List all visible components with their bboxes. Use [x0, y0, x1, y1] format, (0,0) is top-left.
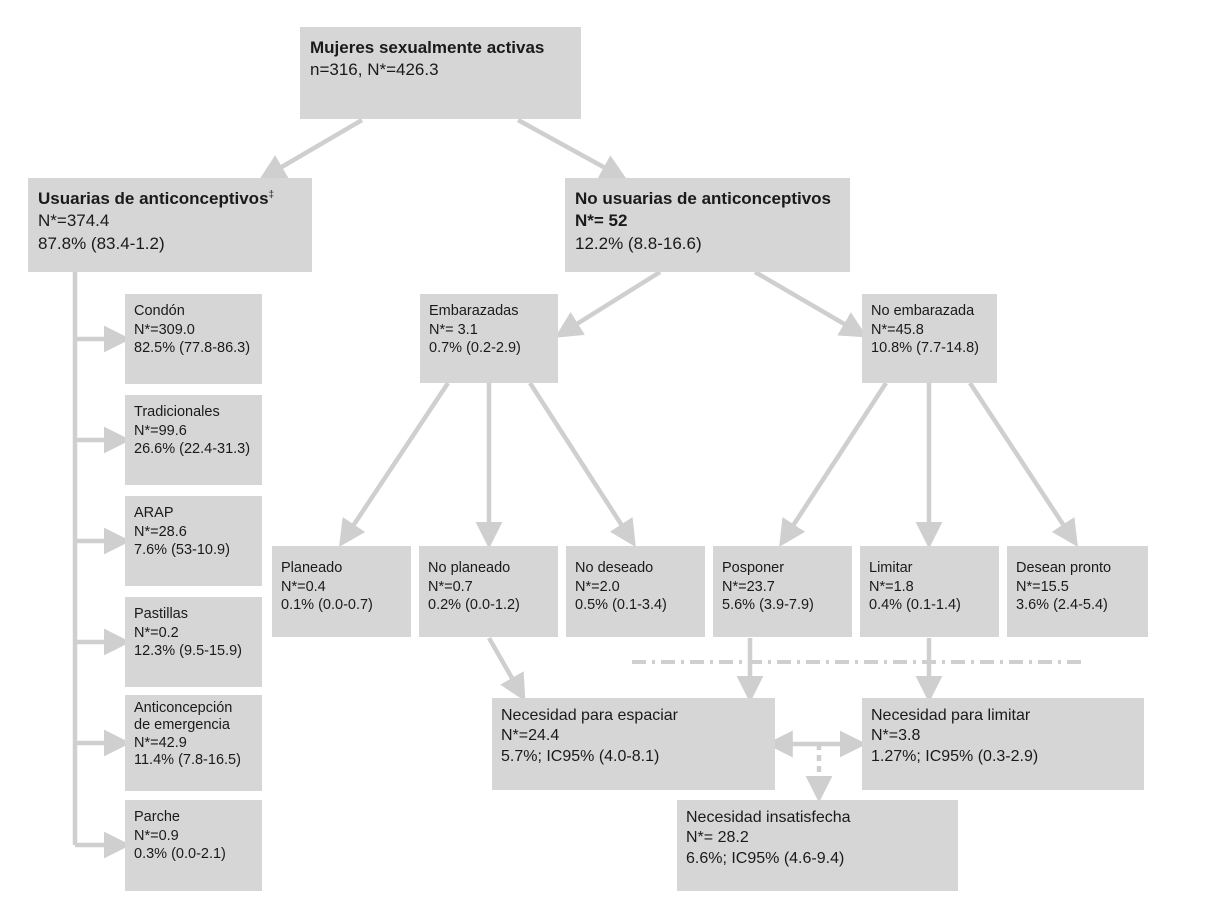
- users-pct: 87.8% (83.4-1.2): [38, 233, 165, 253]
- arrow-nonusers-to-pregnant: [554, 270, 662, 338]
- need-limit-n: N*=3.8: [871, 727, 921, 745]
- method-label: ARAP: [134, 505, 174, 521]
- method-box-parche: Parche N*=0.9 0.3% (0.0-2.1): [125, 800, 262, 891]
- not-pregnant-title: No embarazada: [871, 303, 975, 319]
- method-label: Pastillas: [134, 606, 188, 622]
- arrow-notpregnant-to-posponer: [779, 381, 888, 548]
- nonusers-title: No usuarias de anticonceptivos: [575, 189, 832, 208]
- not-pregnant-box: No embarazada N*=45.8 10.8% (7.7-14.8): [862, 294, 997, 383]
- node-n: N*=1.8: [869, 578, 914, 595]
- pregnant-title: Embarazadas: [429, 303, 519, 319]
- users-title: Usuarias de anticonceptivos: [38, 189, 269, 208]
- node-pct: 3.6% (2.4-5.4): [1016, 597, 1108, 614]
- method-pct: 12.3% (9.5-15.9): [134, 643, 243, 660]
- no-deseado-box: No deseado N*=2.0 0.5% (0.1-3.4): [566, 546, 705, 637]
- need-limit-title: Necesidad para limitar: [871, 707, 1031, 724]
- node-n: N*=15.5: [1016, 578, 1069, 595]
- method-n: N*=0.2: [134, 624, 179, 641]
- planeado-box: Planeado N*=0.4 0.1% (0.0-0.7): [272, 546, 411, 637]
- node-title: Desean pronto: [1016, 560, 1112, 576]
- method-label-2: de emergencia: [134, 717, 230, 734]
- arrow-notpregnant-to-pronto: [968, 381, 1078, 548]
- need-space-box: Necesidad para espaciar N*=24.4 5.7%; IC…: [492, 698, 775, 790]
- method-pct: 0.3% (0.0-2.1): [134, 846, 226, 863]
- unmet-n: N*= 28.2: [686, 829, 749, 847]
- not-pregnant-n: N*=45.8: [871, 321, 924, 338]
- method-box-pastillas: Pastillas N*=0.2 12.3% (9.5-15.9): [125, 597, 262, 687]
- not-pregnant-pct: 10.8% (7.7-14.8): [871, 340, 980, 357]
- need-space-title: Necesidad para espaciar: [501, 707, 678, 724]
- method-n: N*=42.9: [134, 734, 187, 751]
- node-title: No planeado: [428, 560, 511, 576]
- nonusers-box: No usuarias de anticonceptivos N*= 52 12…: [565, 178, 850, 272]
- method-pct: 7.6% (53-10.9): [134, 542, 230, 559]
- node-title: Posponer: [722, 560, 785, 576]
- root-box: Mujeres sexualmente activas n=316, N*=42…: [300, 27, 581, 119]
- need-limit-box: Necesidad para limitar N*=3.8 1.27%; IC9…: [862, 698, 1144, 790]
- node-n: N*=23.7: [722, 578, 775, 595]
- node-pct: 5.6% (3.9-7.9): [722, 597, 814, 614]
- node-n: N*=0.7: [428, 578, 473, 595]
- method-label: Condón: [134, 303, 185, 319]
- users-title-mark: ‡: [268, 189, 275, 201]
- need-space-pct: 5.7%; IC95% (4.0-8.1): [501, 747, 660, 765]
- arrow-pregnant-to-planeado: [339, 381, 450, 547]
- method-label: Anticoncepción: [134, 700, 233, 716]
- method-box-condon: Condón N*=309.0 82.5% (77.8-86.3): [125, 294, 262, 384]
- unmet-title: Necesidad insatisfecha: [686, 809, 851, 826]
- node-title: Limitar: [869, 560, 913, 576]
- node-pct: 0.2% (0.0-1.2): [428, 597, 520, 614]
- root-title: Mujeres sexualmente activas: [310, 38, 545, 57]
- arrow-noplaneado-to-espaciar: [487, 636, 526, 702]
- need-limit-pct: 1.27%; IC95% (0.3-2.9): [871, 747, 1039, 765]
- method-n: N*=0.9: [134, 827, 179, 844]
- pregnant-n: N*= 3.1: [429, 321, 478, 338]
- method-n: N*=309.0: [134, 321, 195, 338]
- method-pct: 82.5% (77.8-86.3): [134, 340, 251, 357]
- node-n: N*=2.0: [575, 578, 620, 595]
- node-title: No deseado: [575, 560, 654, 576]
- method-n: N*=28.6: [134, 523, 187, 540]
- method-pct: 26.6% (22.4-31.3): [134, 441, 251, 458]
- node-pct: 0.4% (0.1-1.4): [869, 597, 961, 614]
- limitar-box: Limitar N*=1.8 0.4% (0.1-1.4): [860, 546, 999, 637]
- arrow-pregnant-to-nodeseado: [528, 381, 636, 548]
- node-pct: 0.5% (0.1-3.4): [575, 597, 667, 614]
- arrow-root-to-users: [258, 118, 364, 181]
- nonusers-pct: 12.2% (8.8-16.6): [575, 233, 702, 253]
- node-title: Planeado: [281, 560, 343, 576]
- pregnant-box: Embarazadas N*= 3.1 0.7% (0.2-2.9): [420, 294, 558, 383]
- arrow-nonusers-to-notpregnant: [753, 270, 868, 338]
- pregnant-pct: 0.7% (0.2-2.9): [429, 340, 521, 357]
- unmet-pct: 6.6%; IC95% (4.6-9.4): [686, 849, 845, 867]
- no-planeado-box: No planeado N*=0.7 0.2% (0.0-1.2): [419, 546, 558, 637]
- method-label: Parche: [134, 809, 180, 825]
- need-space-n: N*=24.4: [501, 727, 560, 745]
- node-n: N*=0.4: [281, 578, 326, 595]
- nonusers-n: N*= 52: [575, 211, 628, 231]
- method-box-arap: ARAP N*=28.6 7.6% (53-10.9): [125, 496, 262, 586]
- method-pct: 11.4% (7.8-16.5): [134, 752, 241, 769]
- method-label: Tradicionales: [134, 404, 220, 420]
- arrow-root-to-nonusers: [516, 118, 628, 181]
- method-box-emergencia: Anticoncepción de emergencia N*=42.9 11.…: [125, 695, 262, 791]
- users-n: N*=374.4: [38, 211, 110, 231]
- unmet-need-box: Necesidad insatisfecha N*= 28.2 6.6%; IC…: [677, 800, 958, 891]
- method-box-tradicionales: Tradicionales N*=99.6 26.6% (22.4-31.3): [125, 395, 262, 485]
- posponer-box: Posponer N*=23.7 5.6% (3.9-7.9): [713, 546, 852, 637]
- desean-pronto-box: Desean pronto N*=15.5 3.6% (2.4-5.4): [1007, 546, 1148, 637]
- users-box: Usuarias de anticonceptivos‡ N*=374.4 87…: [28, 178, 312, 272]
- node-pct: 0.1% (0.0-0.7): [281, 597, 373, 614]
- root-stats: n=316, N*=426.3: [310, 60, 439, 80]
- method-n: N*=99.6: [134, 422, 187, 439]
